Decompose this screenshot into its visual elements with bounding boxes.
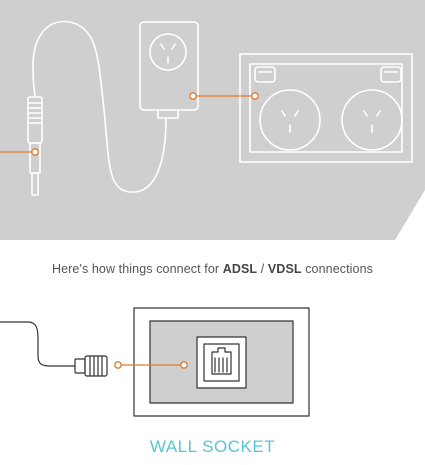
caption-prefix: Here's how things connect for bbox=[51, 262, 223, 276]
phone-cable bbox=[0, 321, 76, 367]
connection-caption: Here's how things connect for ADSL / VDS… bbox=[0, 262, 425, 276]
power-connection-illustration bbox=[0, 0, 425, 240]
power-adapter bbox=[139, 21, 199, 119]
caption-separator: / bbox=[257, 262, 268, 276]
wall-socket-label: WALL SOCKET bbox=[149, 437, 276, 456]
rj11-plug bbox=[74, 355, 108, 377]
power-cable bbox=[32, 20, 167, 193]
caption-adsl: ADSL bbox=[222, 262, 258, 276]
connection-indicators bbox=[0, 92, 259, 156]
caption-suffix: connections bbox=[301, 262, 374, 276]
panel-background bbox=[0, 0, 425, 240]
socket-connection-indicator bbox=[114, 361, 188, 369]
barrel-plug bbox=[27, 96, 43, 196]
caption-vdsl: VDSL bbox=[267, 262, 302, 276]
wall-socket-illustration bbox=[0, 307, 310, 417]
double-power-outlet bbox=[239, 53, 413, 163]
wall-plate bbox=[133, 307, 310, 417]
